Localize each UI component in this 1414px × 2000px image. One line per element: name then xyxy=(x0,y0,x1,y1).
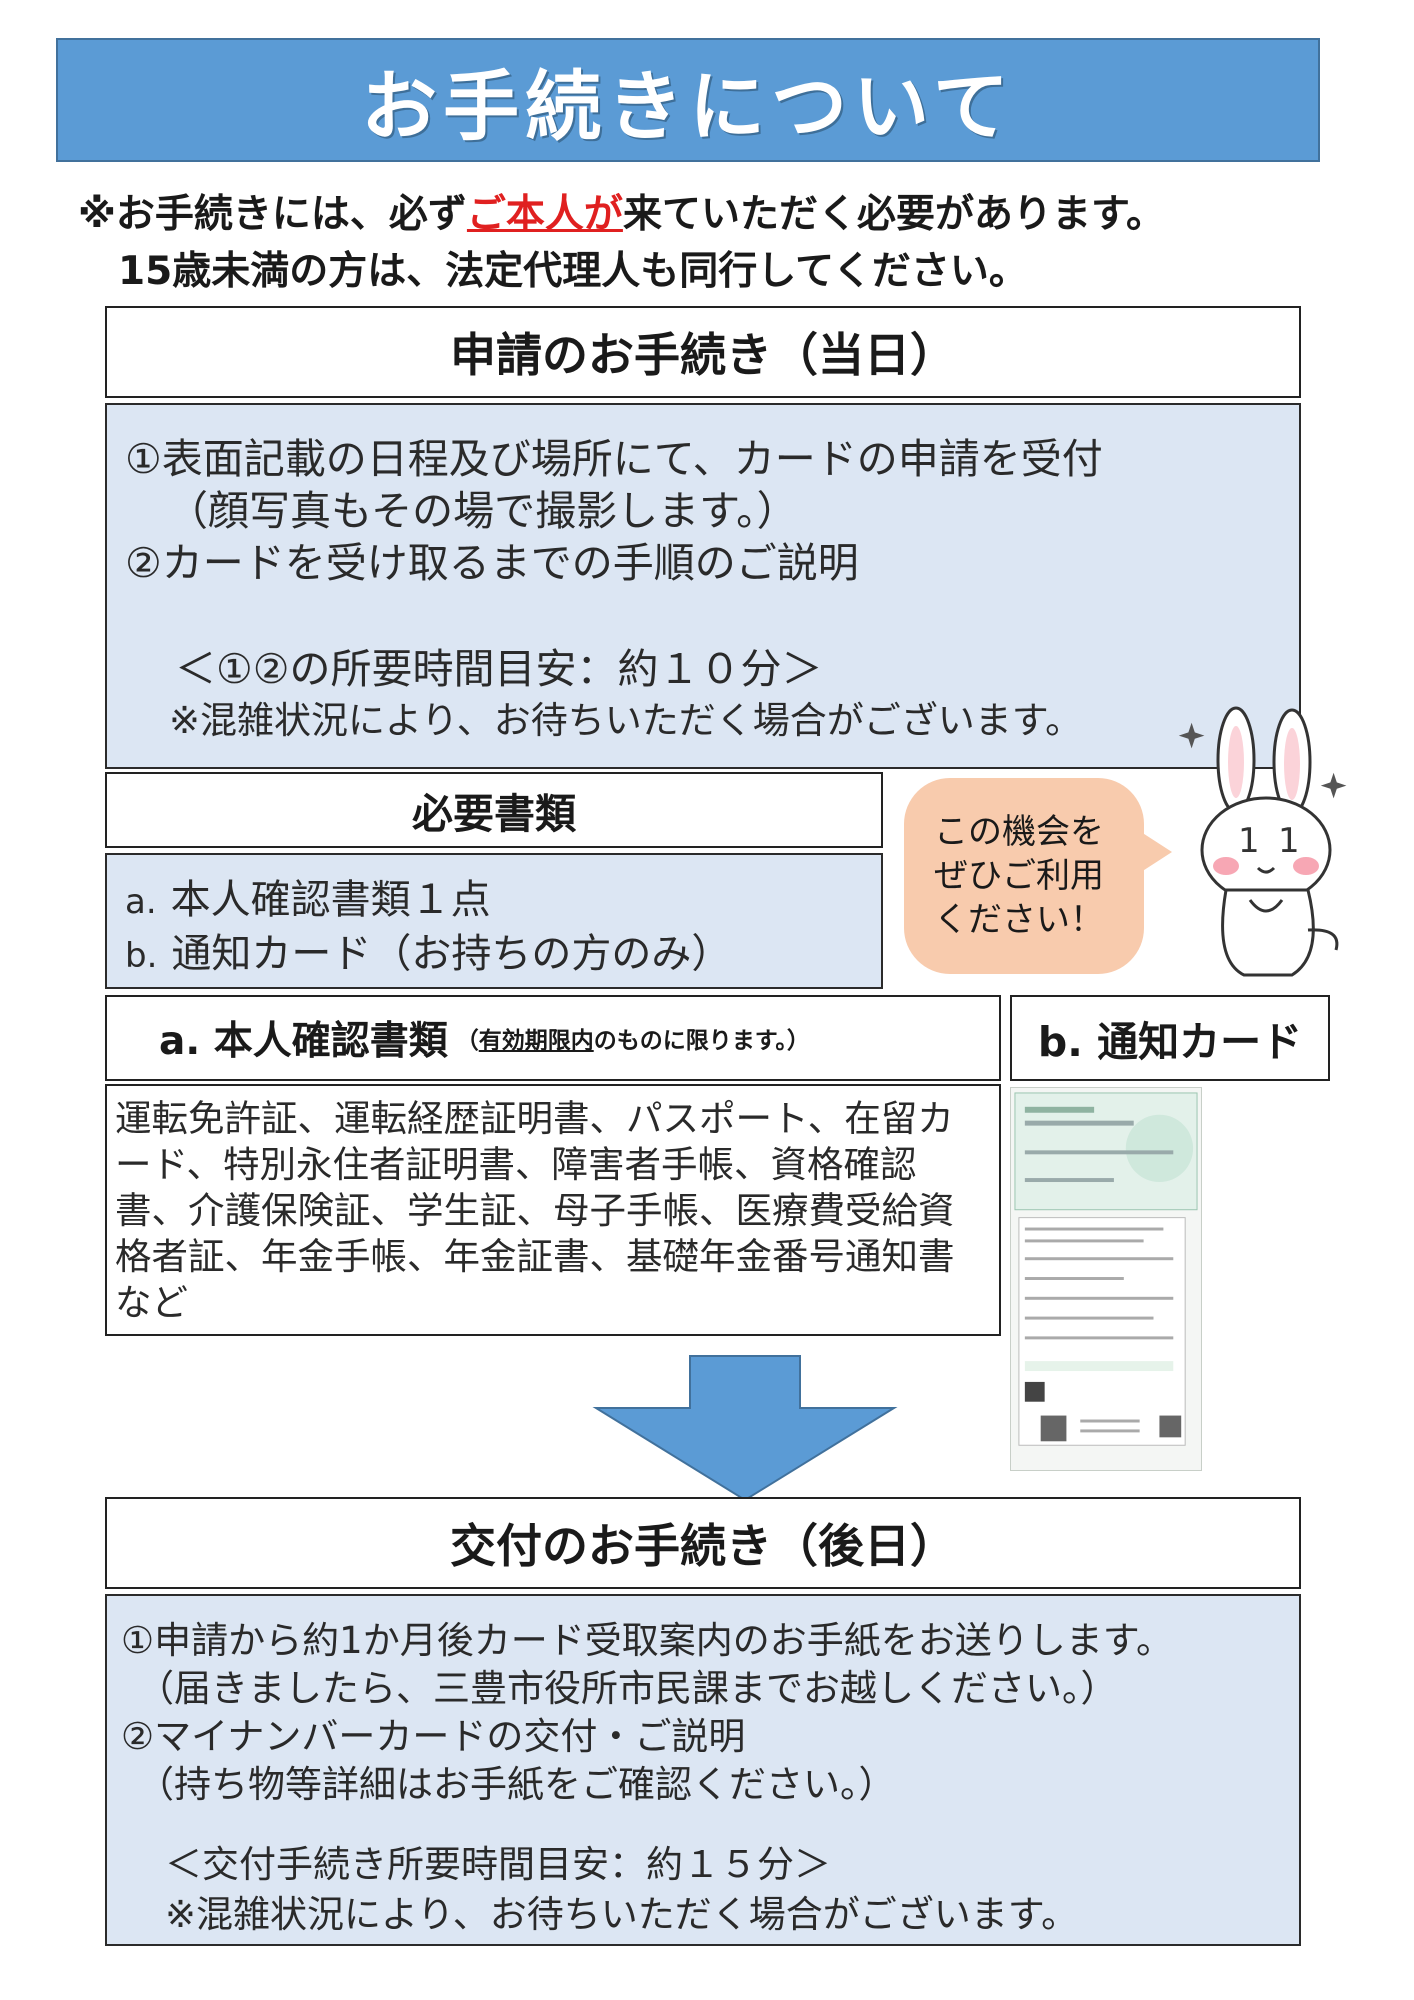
notification-card-image xyxy=(1010,1087,1202,1471)
delivery-step-1: ①申請から約1か月後カード受取案内のお手紙をお送りします。 xyxy=(121,1619,1174,1662)
delivery-step-2: ②マイナンバーカードの交付・ご説明 xyxy=(121,1715,746,1758)
notice-emphasis: ご本人が xyxy=(466,192,623,237)
bubble-line: ぜひご利用 xyxy=(934,856,1104,896)
notification-card-heading: b. 通知カード xyxy=(1010,995,1330,1081)
application-heading: 申請のお手続き（当日） xyxy=(105,306,1301,398)
bubble-line: ください！ xyxy=(934,900,1104,940)
id-documents-title: a. 本人確認書類 xyxy=(159,1019,448,1064)
speech-bubble-tail xyxy=(1138,830,1172,874)
delivery-time-estimate: ＜交付手続き所要時間目安：約１５分＞ xyxy=(165,1843,831,1886)
application-details: ①表面記載の日程及び場所にて、カードの申請を受付 （顔写真もその場で撮影します。… xyxy=(105,403,1301,769)
application-time-estimate: ＜①②の所要時間目安：約１０分＞ xyxy=(175,645,823,693)
application-step-2: ②カードを受け取るまでの手順のご説明 xyxy=(125,539,859,587)
application-step-1-note: （顔写真もその場で撮影します。） xyxy=(167,487,798,535)
svg-text:1: 1 xyxy=(1238,821,1260,861)
notice-line-2: 15歳未満の方は、法定代理人も同行してください。 xyxy=(118,249,1028,294)
id-documents-heading: a. 本人確認書類 （有効期限内のものに限ります。） xyxy=(105,995,1001,1081)
delivery-wait-note: ※混雑状況により、お待ちいただく場合がございます。 xyxy=(165,1893,1079,1936)
list-item: a.本人確認書類１点 xyxy=(125,877,491,923)
application-wait-note: ※混雑状況により、お待ちいただく場合がございます。 xyxy=(169,699,1083,742)
delivery-details: ①申請から約1か月後カード受取案内のお手紙をお送りします。 （届きましたら、三豊… xyxy=(105,1594,1301,1946)
speech-bubble: この機会を ぜひご利用 ください！ xyxy=(904,778,1144,974)
required-documents-list: a.本人確認書類１点 b.通知カード（お持ちの方のみ） xyxy=(105,853,883,989)
application-step-1: ①表面記載の日程及び場所にて、カードの申請を受付 xyxy=(125,435,1103,483)
delivery-step-1-note: （届きましたら、三豊市役所市民課までお越しください。） xyxy=(137,1667,1118,1710)
svg-text:1: 1 xyxy=(1278,821,1300,861)
bubble-line: この機会を xyxy=(934,812,1104,852)
delivery-step-2-note: （持ち物等詳細はお手紙をご確認ください。） xyxy=(137,1763,896,1806)
id-documents-text: 運転免許証、運転経歴証明書、パスポート、在留カード、特別永住者証明書、障害者手帳… xyxy=(115,1097,955,1324)
title-banner: お手続きについて xyxy=(56,38,1320,162)
notice-line-1: ※お手続きには、必ずご本人が来ていただく必要があります。 xyxy=(78,183,1165,239)
delivery-heading: 交付のお手続き（後日） xyxy=(105,1497,1301,1589)
list-item: b.通知カード（お持ちの方のみ） xyxy=(125,931,732,977)
id-documents-validity-note: （有効期限内のものに限ります。） xyxy=(455,1028,810,1054)
notice-suffix: 来ていただく必要があります。 xyxy=(622,192,1166,237)
rabbit-mascot-icon: 1 1 xyxy=(1178,706,1347,977)
down-arrow-icon xyxy=(592,1355,898,1502)
required-documents-heading: 必要書類 xyxy=(105,772,883,848)
notice-prefix: ※お手続きには、必ず xyxy=(78,192,467,237)
id-documents-list: 運転免許証、運転経歴証明書、パスポート、在留カード、特別永住者証明書、障害者手帳… xyxy=(105,1084,1001,1336)
page-title: お手続きについて xyxy=(361,62,1015,151)
